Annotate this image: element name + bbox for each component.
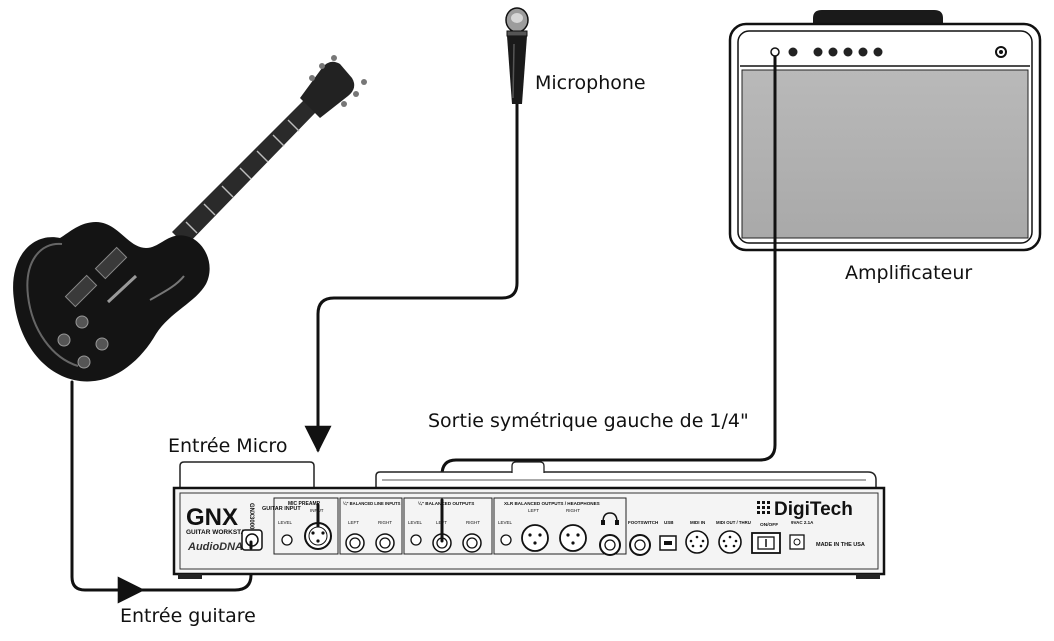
microphone-label: Microphone [535, 72, 646, 94]
output-label: Sortie symétrique gauche de 1/4" [428, 410, 749, 432]
microphone-icon [505, 7, 529, 104]
amp-cable [440, 50, 777, 543]
svg-text:LEFT: LEFT [528, 508, 539, 513]
svg-text:FOOTSWITCH: FOOTSWITCH [628, 520, 658, 525]
headphones-icon [602, 512, 618, 523]
section-mic-preamp: MIC PREAMP [288, 501, 321, 507]
guitar-cable [70, 380, 253, 592]
guitar-icon [13, 55, 367, 382]
svg-text:9VAC 2.1A: 9VAC 2.1A [791, 520, 814, 525]
svg-text:RIGHT: RIGHT [466, 520, 480, 525]
svg-text:ON/OFF: ON/OFF [760, 522, 778, 528]
svg-text:LEVEL: LEVEL [278, 520, 293, 525]
mic-input-label: Entrée Micro [168, 435, 288, 457]
svg-text:LEVEL: LEVEL [498, 520, 513, 525]
svg-text:USB: USB [664, 520, 674, 525]
guitar-input-label-text: Entrée guitare [120, 605, 256, 627]
digitech-logo: DigiTech [774, 499, 853, 520]
gnx-model-vertical: GNX3000 [248, 503, 254, 530]
section-xlr-outputs: XLR BALANCED OUTPUTS / HEADPHONES [504, 501, 600, 506]
svg-text:LEVEL: LEVEL [408, 520, 423, 525]
cables [70, 50, 777, 604]
amplifier-label: Amplificateur [845, 262, 973, 284]
gnx-unit: GNX GNX3000 GUITAR WORKSTATION AudioDNA … [172, 461, 886, 579]
mic-cable [304, 102, 519, 453]
svg-text:LEFT: LEFT [348, 520, 359, 525]
svg-text:RIGHT: RIGHT [378, 520, 392, 525]
svg-text:MIDI OUT / THRU: MIDI OUT / THRU [716, 520, 751, 525]
guitar-input-label: GUITAR INPUT [262, 506, 301, 512]
amplifier-icon [728, 10, 1042, 252]
section-line-inputs: ¼" BALANCED LINE INPUTS [343, 501, 401, 506]
gnx-subtitle: GUITAR WORKSTATION [186, 529, 261, 536]
made-in-label: MADE IN THE USA [816, 542, 865, 548]
gnx-model-label: GNX [186, 504, 238, 531]
svg-text:RIGHT: RIGHT [566, 508, 580, 513]
section-balanced-outputs: ¼" BALANCED OUTPUTS [418, 500, 474, 506]
audiodna-logo: AudioDNA [187, 541, 243, 553]
digitech-grid-icon [757, 501, 770, 514]
svg-text:MIDI IN: MIDI IN [690, 520, 705, 525]
